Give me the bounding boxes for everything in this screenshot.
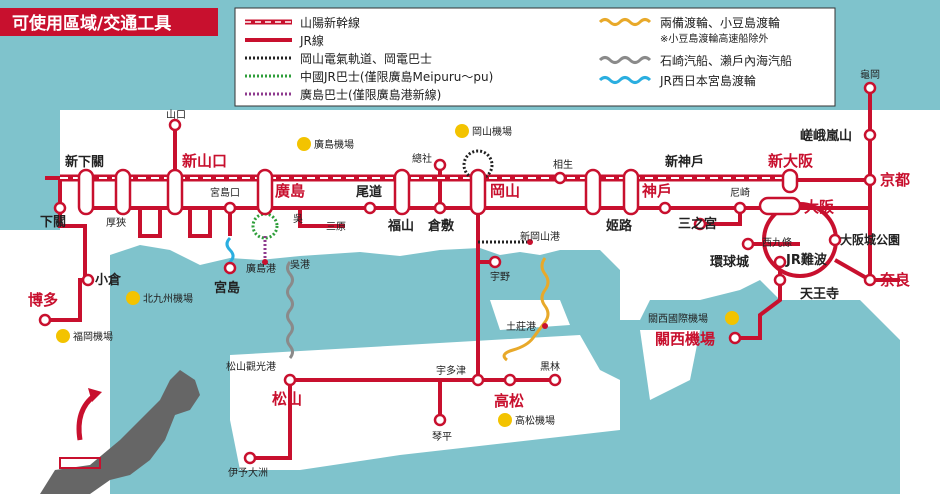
station-tonosho: 土莊港 [506, 320, 536, 333]
land-kyushu [0, 230, 110, 494]
station-miyajima: 宮島 [214, 280, 240, 296]
station-universal: 環球城 [710, 254, 749, 270]
station-labels: 新下關 新山口 山口 下關 厚狹 宮島口 廣島 尾道 福山 倉敷 總社 岡山 相… [28, 68, 910, 479]
station-kurobayashi: 黒林 [540, 360, 560, 373]
station-miyajimaguchi: 宮島口 [210, 186, 240, 199]
legend-box [234, 7, 836, 107]
airports: 廣島機場 岡山機場 北九州機場 福岡機場 高松機場 關西國際機場 [56, 124, 739, 427]
legend: 山陽新幹線 JR線 岡山電氣軌道、岡電巴士 中國JR巴士(僅限廣島Meipuru… [234, 7, 836, 107]
airport-label-takamatsu: 高松機場 [515, 414, 555, 427]
station-kurashiki: 倉敷 [427, 218, 455, 234]
station-matsuyama: 松山 [272, 390, 302, 408]
airplane-icon [56, 329, 70, 343]
station-kure: 吳 [293, 213, 303, 225]
japan-silhouette [40, 370, 200, 494]
station-shinosaka: 新大阪 [768, 152, 814, 170]
airplane-icon [455, 124, 469, 138]
airplane-icon [297, 137, 311, 151]
station-hiroshimako: 廣島港 [246, 262, 276, 275]
shodoshima-ferry-route [502, 257, 550, 362]
station-kyoto: 京都 [880, 171, 910, 189]
station-shinshimonoseki: 新下關 [65, 154, 104, 170]
legend-label-hiroshima-bus: 廣島巴士(僅限廣島港新線) [300, 87, 441, 102]
station-amagasaki: 尼崎 [730, 186, 750, 199]
airport-label-fukuoka: 福岡機場 [73, 330, 113, 343]
airport-label-kitakyushu: 北九州機場 [143, 292, 193, 305]
station-fukuyama: 福山 [387, 218, 414, 234]
japan-inset-map [40, 370, 200, 494]
station-uno: 宇野 [490, 270, 510, 283]
airport-okayama: 岡山機場 [455, 124, 512, 138]
station-hiroshima: 廣島 [275, 182, 305, 200]
station-tennoji: 天王寺 [800, 286, 839, 302]
matsuyama-ferry-route [286, 261, 294, 359]
shinokayamako-dot [527, 239, 533, 245]
station-jrnamba: JR難波 [785, 252, 828, 268]
page-title: 可使用區域/交通工具 [12, 13, 171, 34]
station-kansaiairport: 關西機場 [655, 330, 715, 348]
airport-hiroshima: 廣島機場 [297, 137, 354, 151]
legend-label-shinkansen: 山陽新幹線 [300, 15, 360, 30]
legend-note-shodoshima: ※小豆島渡輪高速船除外 [660, 32, 768, 45]
station-atsusa: 厚狹 [106, 217, 126, 229]
legend-label-jr: JR線 [299, 33, 324, 48]
station-aioi: 相生 [553, 158, 573, 171]
legend-label-ryobi-ferry: 兩備渡輪、小豆島渡輪 [660, 15, 780, 30]
station-hakata: 博多 [28, 291, 58, 309]
airport-takamatsu: 高松機場 [498, 413, 555, 427]
legend-label-chugoku-bus: 中國JR巴士(僅限廣島Meipuru～pu) [300, 69, 493, 84]
shinkansen-station-markers [77, 168, 802, 216]
station-osakajokoen: 大阪城公園 [840, 232, 900, 247]
legend-label-miyajima-ferry: JR西日本宮島渡輪 [659, 73, 756, 88]
legend-label-ishizaki-ferry: 石崎汽船、瀨戶內海汽船 [660, 53, 792, 68]
legend-label-okayama-tram: 岡山電氣軌道、岡電巴士 [300, 51, 432, 66]
airplane-icon [725, 311, 739, 325]
station-mihara: 三原 [326, 221, 346, 233]
station-dots [38, 81, 877, 465]
station-kameoka: 龜岡 [860, 68, 880, 81]
station-kokura: 小倉 [95, 272, 122, 288]
station-iyoozu: 伊予大洲 [228, 466, 268, 479]
station-himeji: 姬路 [606, 218, 633, 234]
airport-kansai: 關西國際機場 [648, 311, 739, 325]
station-nishikujo: 西九條 [762, 236, 792, 249]
station-sagaarashiyama: 嵯峨嵐山 [800, 128, 852, 144]
airport-label-hiroshima: 廣島機場 [314, 138, 354, 151]
station-kobe: 神戶 [642, 182, 672, 200]
station-utazu: 宇多津 [436, 364, 466, 377]
airport-label-kansai: 關西國際機場 [648, 312, 708, 325]
station-okayama: 岡山 [490, 182, 520, 200]
station-kotohira: 琴平 [432, 431, 452, 443]
station-nara: 奈良 [879, 271, 910, 289]
station-shinyamaguchi: 新山口 [182, 152, 227, 170]
land-shikoku [230, 335, 620, 470]
station-shinokayamako: 新岡山港 [520, 230, 560, 243]
station-sannomiya: 三之宮 [678, 216, 717, 232]
title-block: 可使用區域/交通工具 [0, 8, 218, 36]
station-kureko: 吳港 [290, 259, 310, 271]
hiroshima-port-dot [262, 259, 268, 265]
station-takamatsu: 高松 [494, 392, 524, 410]
station-yamaguchi: 山口 [166, 109, 186, 121]
land-shodoshima [490, 300, 570, 330]
station-osaka: 大阪 [804, 198, 835, 216]
land-awaji [640, 330, 700, 400]
station-matsuyamakanko: 松山觀光港 [226, 360, 276, 373]
airplane-icon [126, 291, 140, 305]
station-shimonoseki: 下關 [40, 215, 66, 230]
airport-fukuoka: 福岡機場 [56, 329, 113, 343]
station-soja: 總社 [412, 152, 432, 165]
station-onomichi: 尾道 [356, 184, 382, 200]
inset-highlight [59, 457, 101, 469]
airport-kitakyushu: 北九州機場 [126, 291, 193, 305]
title-background [0, 8, 218, 36]
airplane-icon [498, 413, 512, 427]
tonosho-dot [542, 323, 548, 329]
station-shinkobe: 新神戶 [665, 154, 704, 170]
airport-label-okayama: 岡山機場 [472, 125, 512, 138]
